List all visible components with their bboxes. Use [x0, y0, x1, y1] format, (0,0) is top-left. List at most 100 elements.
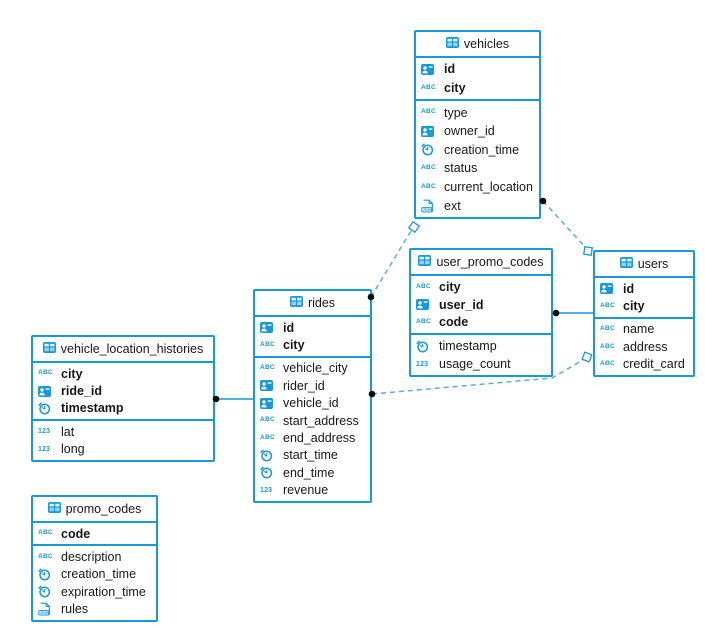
text-icon: ABC	[600, 326, 618, 333]
field-description[interactable]: ABC description	[33, 548, 156, 565]
field-name: end_address	[283, 431, 356, 446]
field-expiration_time[interactable]: expiration_time	[33, 583, 156, 600]
id-icon	[38, 385, 56, 397]
field-code[interactable]: ABC code	[411, 314, 551, 332]
text-icon: ABC	[421, 165, 439, 172]
text-type-icon: ABC	[260, 416, 275, 424]
text-icon: ABC	[260, 417, 278, 424]
relation-target-marker	[407, 220, 421, 234]
field-timestamp[interactable]: timestamp	[33, 400, 213, 417]
text-icon: ABC	[421, 84, 439, 92]
field-owner_id[interactable]: owner_id	[416, 122, 539, 141]
table-icon-glyph	[418, 255, 432, 266]
field-rules[interactable]: JSON rules	[33, 601, 156, 618]
table-icon	[445, 37, 459, 51]
svg-text:JSON: JSON	[40, 611, 50, 615]
field-type[interactable]: ABC type	[416, 103, 539, 122]
field-name: current_location	[444, 180, 533, 195]
field-user_id[interactable]: user_id	[411, 296, 551, 314]
id-type-icon	[260, 397, 273, 409]
field-name: type	[444, 105, 468, 120]
field-name: start_address	[283, 413, 359, 428]
field-name: owner_id	[444, 124, 495, 139]
field-name: rules	[61, 602, 89, 617]
table-title: vehicle_location_histories	[60, 342, 204, 356]
field-id[interactable]: id	[595, 280, 693, 297]
field-id[interactable]: id	[255, 319, 370, 336]
field-vehicle_id[interactable]: vehicle_id	[255, 395, 370, 412]
text-icon: ABC	[38, 553, 56, 561]
field-start_time[interactable]: start_time	[255, 447, 370, 464]
field-name: user_id	[439, 297, 484, 312]
field-city[interactable]: ABC city	[595, 297, 693, 314]
field-name: code	[439, 315, 469, 330]
number-type-icon: 123	[416, 360, 429, 368]
field-name: description	[61, 550, 122, 565]
field-name: start_time	[283, 448, 338, 463]
json-icon: JSON	[38, 602, 56, 616]
time-icon	[260, 466, 278, 479]
field-name: id	[283, 320, 295, 335]
field-creation_time[interactable]: creation_time	[33, 566, 156, 583]
time-type-icon	[38, 568, 51, 581]
number-icon: 123	[260, 487, 278, 494]
table-icon-glyph	[445, 37, 459, 48]
table-header: user_promo_codes	[411, 250, 551, 276]
field-name: city	[623, 299, 645, 314]
text-icon: ABC	[600, 302, 618, 310]
svg-text:JSON: JSON	[423, 208, 433, 212]
json-type-icon: JSON	[421, 199, 433, 213]
field-rider_id[interactable]: rider_id	[255, 377, 370, 394]
table-title: promo_codes	[65, 502, 142, 516]
field-timestamp[interactable]: timestamp	[411, 337, 551, 355]
field-end_time[interactable]: end_time	[255, 464, 370, 481]
field-ride_id[interactable]: ride_id	[33, 382, 213, 399]
field-name: code	[61, 526, 91, 541]
time-type-icon	[421, 143, 434, 156]
text-type-icon: ABC	[421, 108, 436, 116]
field-name: expiration_time	[61, 584, 146, 599]
text-type-icon: ABC	[260, 340, 275, 348]
relation-source-dot	[552, 309, 560, 317]
id-icon	[600, 283, 618, 295]
number-icon: 123	[38, 446, 56, 453]
field-id[interactable]: id	[416, 60, 539, 79]
table-icon	[418, 255, 432, 269]
field-creation_time[interactable]: creation_time	[416, 141, 539, 160]
table-icon	[289, 296, 303, 310]
time-type-icon	[260, 449, 273, 462]
field-name: address	[623, 339, 668, 354]
field-start_address[interactable]: ABC start_address	[255, 412, 370, 429]
time-icon	[416, 340, 434, 353]
table-title: user_promo_codes	[436, 255, 544, 269]
text-type-icon: ABC	[416, 318, 431, 326]
text-icon: ABC	[421, 109, 439, 116]
